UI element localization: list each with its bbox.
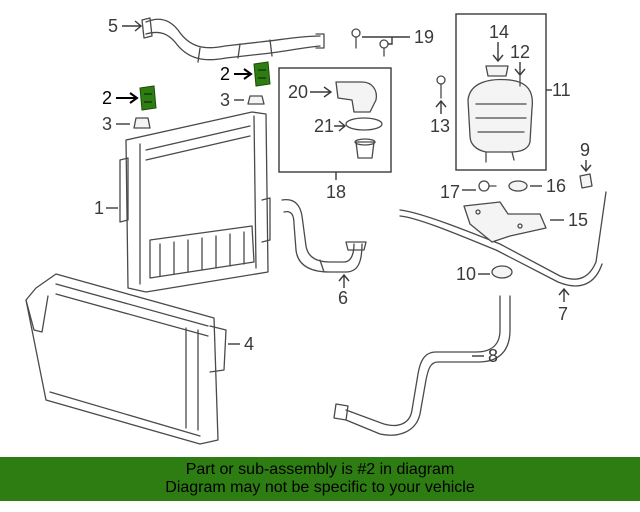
lower-hose-part-6[interactable] [281, 198, 367, 273]
info-banner: Part or sub-assembly is #2 in diagram Di… [0, 457, 640, 501]
callout-8: 8 [488, 346, 498, 366]
callout-12: 12 [510, 42, 530, 62]
callout-21: 21 [314, 116, 334, 136]
cap-part-10[interactable] [491, 265, 513, 279]
banner-line-1: Part or sub-assembly is #2 in diagram [185, 461, 455, 478]
thermostat-part-18[interactable] [354, 138, 376, 159]
callout-5: 5 [108, 16, 118, 36]
condenser-frame-part-4[interactable] [25, 273, 227, 445]
reservoir-box [455, 13, 547, 171]
fitting-part-9[interactable] [579, 173, 593, 189]
callout-19: 19 [414, 27, 434, 47]
callout-15: 15 [568, 210, 588, 230]
gasket-part-21[interactable] [345, 117, 383, 131]
callout-3-lower: 3 [102, 114, 112, 134]
leader-19 [362, 36, 410, 45]
callout-13: 13 [430, 116, 450, 136]
callout-11: 11 [552, 80, 571, 100]
callout-3-upper: 3 [220, 90, 230, 110]
leader-14 [492, 42, 504, 63]
thermostat-housing-part-20[interactable] [335, 81, 378, 113]
leader-2-upper [234, 68, 253, 80]
mount-bracket-part-2-lower[interactable] [139, 85, 157, 111]
callout-7: 7 [558, 304, 568, 324]
isolator-part-3-upper[interactable] [247, 95, 265, 105]
leader-12 [514, 62, 526, 77]
mount-bracket-part-2-upper[interactable] [253, 61, 271, 87]
callout-16: 16 [546, 176, 566, 196]
leader-21 [334, 120, 347, 132]
callout-2-lower: 2 [102, 88, 112, 108]
leader-7 [558, 287, 570, 302]
radiator-part-1[interactable] [119, 111, 271, 293]
callout-10: 10 [456, 264, 476, 284]
reservoir-cap-part-14[interactable] [485, 65, 509, 77]
callout-1: 1 [94, 198, 104, 218]
parts-diagram: 5 19 14 12 11 13 20 [25, 13, 607, 445]
leader-5 [122, 20, 143, 32]
leader-9 [580, 160, 592, 173]
banner-line-2: Diagram may not be specific to your vehi… [165, 479, 475, 496]
coolant-reservoir-part-11[interactable] [467, 78, 534, 163]
upper-hose-part-5[interactable] [141, 17, 325, 63]
callout-14: 14 [489, 22, 509, 42]
bolt-part-19[interactable] [351, 28, 389, 57]
isolator-part-3-lower[interactable] [133, 117, 151, 129]
bracket-part-15[interactable] [463, 201, 547, 243]
callout-2-upper: 2 [220, 64, 230, 84]
callout-18: 18 [326, 182, 346, 202]
callout-6: 6 [338, 288, 348, 308]
leader-2-lower [116, 92, 139, 104]
callout-9: 9 [580, 140, 590, 160]
hose-part-8[interactable] [333, 295, 511, 436]
leader-13 [435, 99, 447, 114]
callout-20: 20 [288, 82, 308, 102]
hose-part-7[interactable] [399, 191, 607, 287]
callout-4: 4 [244, 334, 254, 354]
leader-6 [338, 273, 350, 288]
leader-20 [310, 86, 333, 98]
bolt-part-13[interactable] [436, 75, 446, 99]
callout-17: 17 [440, 182, 460, 202]
bolt-part-17[interactable] [478, 180, 497, 192]
grommet-part-16[interactable] [508, 180, 528, 192]
thermostat-box [278, 67, 392, 173]
